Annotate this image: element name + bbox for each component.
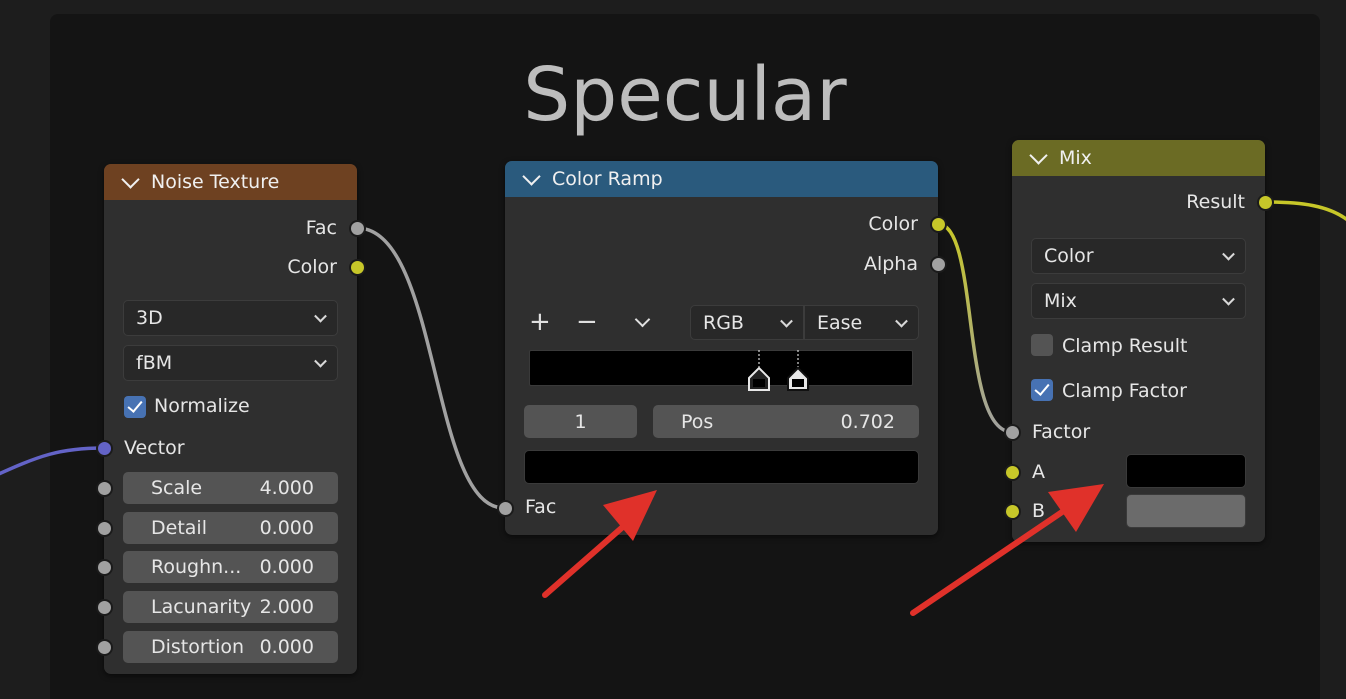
color-mode-dropdown[interactable]: RGB [690, 305, 804, 340]
distortion-field[interactable]: Distortion 0.000 [123, 631, 338, 663]
color-stop-marker[interactable] [748, 350, 770, 391]
annotation-arrow-icon [542, 490, 657, 598]
interpolation-value: Ease [817, 311, 863, 334]
ramp-color-output-socket[interactable] [930, 216, 947, 233]
interpolation-dropdown[interactable]: Ease [804, 305, 919, 340]
link-mix-result-out [1264, 200, 1346, 222]
mix-header[interactable]: Mix [1012, 140, 1265, 176]
detail-value: 0.000 [259, 517, 314, 539]
ramp-alpha-output-socket[interactable] [930, 256, 947, 273]
noise-texture-header[interactable]: Noise Texture [104, 164, 357, 200]
data-type-dropdown[interactable]: Color [1031, 238, 1246, 274]
output-alpha-label: Alpha [863, 253, 918, 275]
input-fac-label: Fac [525, 496, 557, 518]
link-ramp-color-to-mix-factor [937, 222, 1013, 434]
b-color-swatch[interactable] [1126, 494, 1246, 528]
noise-lacunarity-input-socket[interactable] [96, 599, 113, 616]
frame-title: Specular [523, 52, 847, 138]
noise-type-value: fBM [136, 352, 173, 374]
clamp-factor-label: Clamp Factor [1062, 380, 1187, 402]
link-vector-input [0, 446, 105, 476]
output-color-label: Color [287, 256, 337, 278]
noise-distortion-input-socket[interactable] [96, 639, 113, 656]
vector-input-label: Vector [124, 437, 185, 459]
a-input-label: A [1032, 461, 1045, 483]
noise-texture-title: Noise Texture [151, 171, 280, 193]
noise-color-output-socket[interactable] [349, 259, 366, 276]
color-ramp-stops[interactable] [529, 350, 913, 394]
ramp-fac-input-socket[interactable] [497, 500, 514, 517]
dimensions-value: 3D [136, 307, 163, 329]
mix-b-input-socket[interactable] [1004, 503, 1021, 520]
link-noise-fac-to-ramp-fac [356, 226, 505, 510]
output-color-label: Color [868, 213, 918, 235]
noise-vector-input-socket[interactable] [96, 440, 113, 457]
noise-type-dropdown[interactable]: fBM [123, 345, 338, 381]
annotation-arrow-icon [910, 484, 1104, 616]
roughness-field[interactable]: Roughn... 0.000 [123, 551, 338, 583]
mix-node[interactable]: Mix Result Color Mix Clamp Result Clamp … [1012, 140, 1265, 542]
blend-mode-dropdown[interactable]: Mix [1031, 283, 1246, 319]
color-ramp-gradient-bar[interactable] [529, 350, 913, 386]
pos-value: 0.702 [840, 410, 895, 433]
output-fac-label: Fac [305, 217, 337, 239]
a-color-swatch[interactable] [1126, 454, 1246, 488]
color-ramp-title: Color Ramp [552, 168, 663, 190]
blend-mode-value: Mix [1044, 290, 1077, 312]
b-input-label: B [1032, 500, 1046, 522]
detail-field[interactable]: Detail 0.000 [123, 512, 338, 544]
scale-value: 4.000 [259, 477, 314, 499]
clamp-factor-checkbox[interactable] [1031, 379, 1053, 401]
roughness-value: 0.000 [259, 556, 314, 578]
add-stop-button[interactable]: + [529, 307, 551, 337]
noise-scale-input-socket[interactable] [96, 480, 113, 497]
mix-factor-input-socket[interactable] [1004, 424, 1021, 441]
detail-label: Detail [151, 517, 207, 539]
noise-detail-input-socket[interactable] [96, 520, 113, 537]
active-stop-color-swatch[interactable] [524, 450, 919, 484]
mix-title: Mix [1059, 147, 1092, 169]
noise-texture-node[interactable]: Noise Texture Fac Color 3D fBM Normalize… [104, 164, 357, 674]
remove-stop-button[interactable]: − [576, 307, 598, 337]
factor-input-label: Factor [1032, 421, 1091, 443]
color-mode-value: RGB [703, 311, 744, 334]
distortion-value: 0.000 [259, 636, 314, 658]
distortion-label: Distortion [151, 636, 245, 658]
data-type-value: Color [1044, 245, 1094, 267]
active-stop-index-field[interactable]: 1 [524, 405, 637, 438]
mix-a-input-socket[interactable] [1004, 464, 1021, 481]
normalize-label: Normalize [154, 395, 250, 417]
active-stop-index-value: 1 [574, 410, 587, 433]
stop-position-field[interactable]: Pos 0.702 [653, 405, 919, 438]
clamp-result-label: Clamp Result [1062, 335, 1188, 357]
pos-label: Pos [681, 410, 714, 433]
output-result-label: Result [1186, 191, 1245, 213]
lacunarity-label: Lacunarity [151, 596, 252, 618]
roughness-label: Roughn... [151, 556, 242, 578]
lacunarity-field[interactable]: Lacunarity 2.000 [123, 591, 338, 623]
scale-label: Scale [151, 477, 203, 499]
noise-fac-output-socket[interactable] [349, 220, 366, 237]
scale-field[interactable]: Scale 4.000 [123, 472, 338, 504]
clamp-result-checkbox[interactable] [1031, 334, 1053, 356]
color-ramp-node[interactable]: Color Ramp Color Alpha + − RGB Ease 1 Po… [505, 161, 938, 535]
dimensions-dropdown[interactable]: 3D [123, 300, 338, 336]
normalize-checkbox[interactable] [124, 396, 146, 418]
lacunarity-value: 2.000 [259, 596, 314, 618]
color-ramp-header[interactable]: Color Ramp [505, 161, 938, 197]
noise-roughness-input-socket[interactable] [96, 559, 113, 576]
color-stop-marker[interactable] [787, 350, 809, 391]
mix-result-output-socket[interactable] [1257, 194, 1274, 211]
